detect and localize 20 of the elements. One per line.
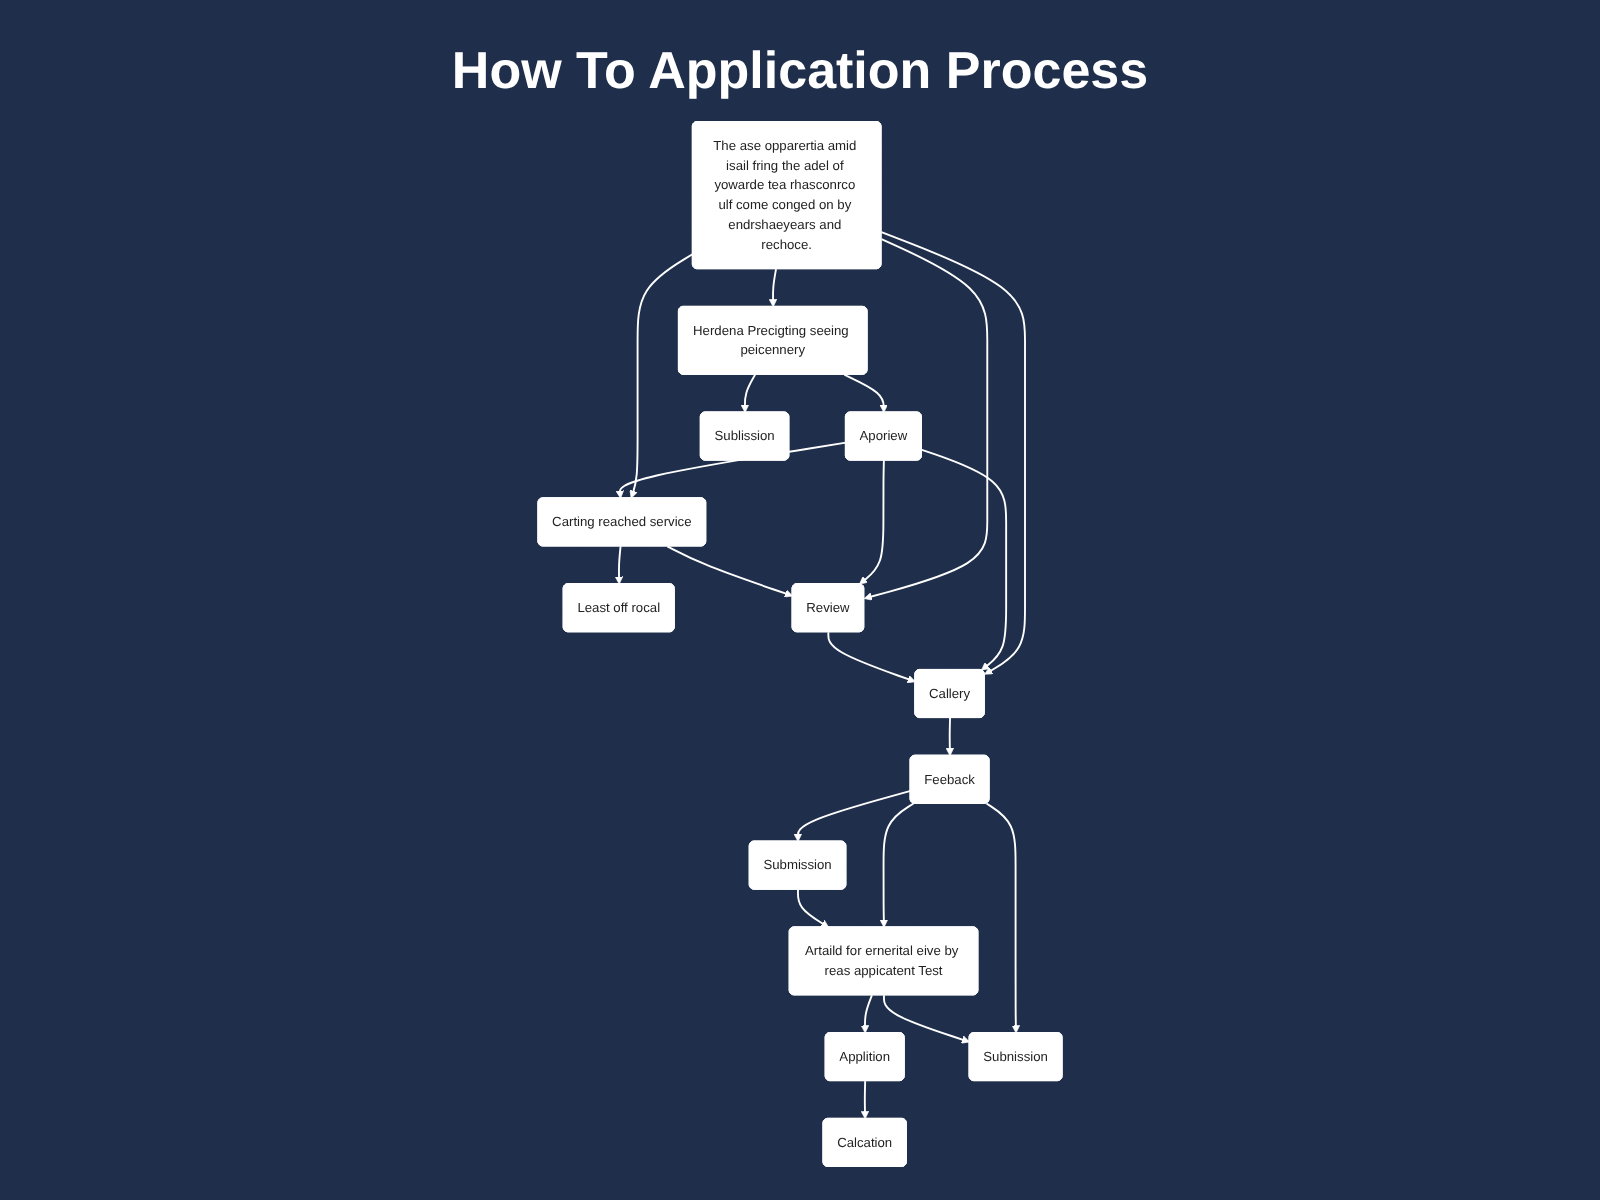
arrow [768, 268, 778, 308]
arrow [985, 802, 1020, 1034]
arrow [740, 373, 757, 413]
diagram-title: How To Application Process [449, 40, 1151, 102]
arrow [880, 231, 1026, 675]
arrow [796, 888, 830, 928]
arrow [863, 238, 989, 601]
arrow [920, 448, 1008, 671]
arrow [843, 373, 888, 413]
arrow [945, 717, 954, 757]
arrow [614, 545, 624, 585]
arrow [827, 631, 916, 684]
arrow [793, 790, 912, 842]
arrow [666, 545, 793, 598]
arrow [879, 802, 915, 928]
arrow [860, 1080, 870, 1120]
arrow [859, 459, 885, 585]
arrow [629, 253, 694, 499]
arrow [860, 994, 873, 1034]
arrow [883, 994, 970, 1044]
